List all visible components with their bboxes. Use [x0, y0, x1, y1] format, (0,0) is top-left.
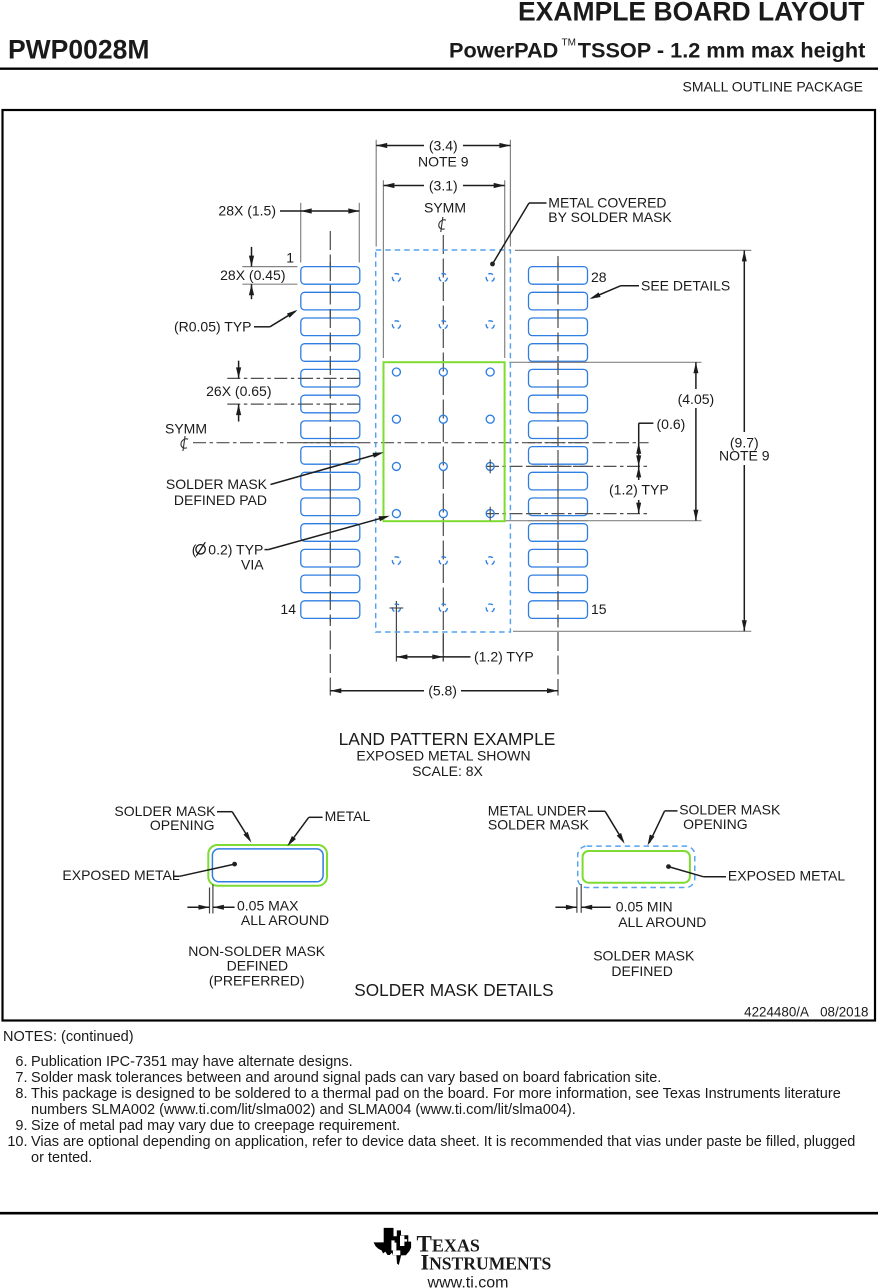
svg-text:9.: 9. — [15, 1118, 27, 1134]
svg-text:SOLDER MASK DETAILS: SOLDER MASK DETAILS — [354, 980, 553, 1000]
svg-text:(1.2) TYP: (1.2) TYP — [609, 481, 669, 497]
svg-text:TEXAS: TEXAS — [417, 1231, 480, 1256]
svg-text:28: 28 — [591, 269, 607, 285]
svg-text:PowerPAD: PowerPAD — [449, 38, 558, 63]
svg-text:6.: 6. — [15, 1054, 27, 1070]
svg-text:28X (1.5): 28X (1.5) — [218, 203, 276, 219]
svg-text:METAL: METAL — [325, 808, 371, 824]
svg-text:DEFINED PAD: DEFINED PAD — [174, 492, 267, 508]
svg-text:(5.8): (5.8) — [428, 682, 457, 698]
svg-text:7.: 7. — [15, 1070, 27, 1086]
svg-text:NOTE 9: NOTE 9 — [719, 448, 770, 464]
svg-text:(4.05): (4.05) — [678, 391, 715, 407]
svg-text:(R0.05) TYP: (R0.05) TYP — [174, 319, 252, 335]
svg-text:SOLDER MASK: SOLDER MASK — [679, 802, 781, 818]
svg-text:8.: 8. — [15, 1086, 27, 1102]
svg-text:EXPOSED METAL SHOWN: EXPOSED METAL SHOWN — [356, 748, 530, 764]
svg-text:(3.1): (3.1) — [429, 177, 458, 193]
svg-text:SOLDER MASK: SOLDER MASK — [488, 817, 590, 833]
svg-text:0.2) TYP: 0.2) TYP — [208, 541, 263, 557]
svg-text:26X (0.65): 26X (0.65) — [206, 383, 271, 399]
svg-text:SYMM: SYMM — [165, 421, 207, 437]
svg-text:www.ti.com: www.ti.com — [427, 1275, 509, 1288]
svg-text:14: 14 — [280, 601, 296, 617]
svg-text:1: 1 — [286, 250, 294, 266]
svg-text:METAL UNDER: METAL UNDER — [488, 803, 587, 819]
svg-text:0.05 MAX: 0.05 MAX — [237, 898, 299, 914]
svg-text:NOTES: (continued): NOTES: (continued) — [3, 1029, 134, 1045]
svg-text:(PREFERRED): (PREFERRED) — [209, 972, 305, 988]
svg-text:SMALL OUTLINE PACKAGE: SMALL OUTLINE PACKAGE — [683, 79, 864, 95]
svg-text:VIA: VIA — [241, 557, 264, 573]
svg-text:numbers SLMA002 (www.ti.com/li: numbers SLMA002 (www.ti.com/lit/slma002)… — [31, 1102, 576, 1118]
svg-text:SOLDER MASK: SOLDER MASK — [166, 476, 268, 492]
svg-text:NOTE 9: NOTE 9 — [418, 154, 469, 170]
svg-text:Vias are optional depending on: Vias are optional depending on applicati… — [31, 1134, 855, 1150]
svg-text:PWP0028M: PWP0028M — [8, 35, 149, 65]
svg-text:4224480/A 08/2018: 4224480/A 08/2018 — [744, 1005, 868, 1020]
svg-text:0.05 MIN: 0.05 MIN — [616, 898, 673, 914]
svg-text:DEFINED: DEFINED — [227, 957, 288, 973]
svg-text:Solder mask tolerances between: Solder mask tolerances between and aroun… — [31, 1070, 661, 1086]
svg-text:TSSOP - 1.2 mm max height: TSSOP - 1.2 mm max height — [578, 38, 866, 63]
svg-text:EXAMPLE BOARD LAYOUT: EXAMPLE BOARD LAYOUT — [518, 0, 865, 27]
svg-text:INSTRUMENTS: INSTRUMENTS — [421, 1250, 552, 1275]
svg-text:EXPOSED METAL: EXPOSED METAL — [62, 867, 179, 883]
svg-text:or tented.: or tented. — [31, 1150, 92, 1166]
svg-text:OPENING: OPENING — [683, 816, 748, 832]
svg-text:TM: TM — [562, 38, 576, 49]
svg-text:Size of metal pad may vary due: Size of metal pad may vary due to creepa… — [31, 1118, 400, 1134]
svg-text:28X (0.45): 28X (0.45) — [220, 267, 285, 283]
svg-text:SCALE: 8X: SCALE: 8X — [412, 763, 483, 779]
svg-text:BY SOLDER MASK: BY SOLDER MASK — [548, 209, 672, 225]
svg-text:SOLDER MASK: SOLDER MASK — [114, 803, 216, 819]
svg-text:(0.6): (0.6) — [657, 416, 686, 432]
svg-text:DEFINED: DEFINED — [611, 963, 672, 979]
svg-text:OPENING: OPENING — [150, 817, 215, 833]
svg-text:SEE DETAILS: SEE DETAILS — [641, 277, 730, 293]
svg-text:ALL AROUND: ALL AROUND — [241, 912, 329, 928]
svg-text:(9.7): (9.7) — [730, 435, 759, 451]
svg-text:SYMM: SYMM — [424, 200, 466, 216]
svg-text:(1.2) TYP: (1.2) TYP — [474, 648, 534, 664]
svg-text:SOLDER MASK: SOLDER MASK — [593, 948, 695, 964]
svg-text:10.: 10. — [7, 1134, 27, 1150]
svg-text:LAND PATTERN EXAMPLE: LAND PATTERN EXAMPLE — [339, 729, 556, 749]
svg-text:NON-SOLDER MASK: NON-SOLDER MASK — [188, 943, 326, 959]
svg-text:EXPOSED METAL: EXPOSED METAL — [728, 868, 845, 884]
svg-text:Publication IPC-7351 may have: Publication IPC-7351 may have alternate … — [31, 1054, 353, 1070]
svg-text:(3.4): (3.4) — [429, 137, 458, 153]
svg-text:(: ( — [192, 541, 197, 557]
svg-text:This package is designed to be: This package is designed to be soldered … — [31, 1086, 841, 1102]
svg-text:METAL COVERED: METAL COVERED — [548, 195, 666, 211]
svg-text:ALL AROUND: ALL AROUND — [618, 914, 706, 930]
svg-text:15: 15 — [591, 601, 607, 617]
